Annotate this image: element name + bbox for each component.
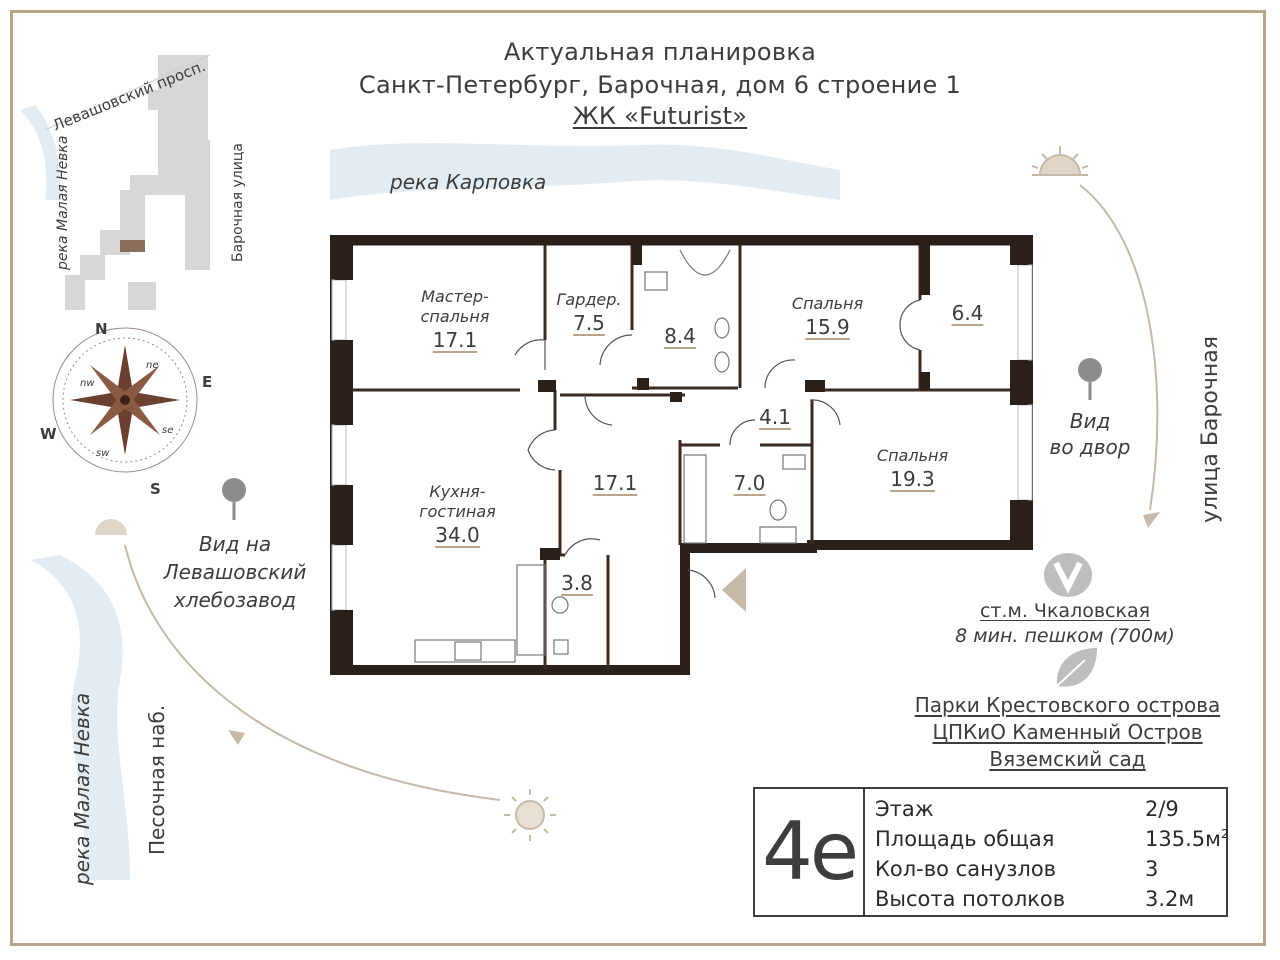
- embankment-pesochnaya: Песочная наб.: [145, 704, 169, 855]
- info-value-bathrooms: 3: [1145, 857, 1159, 881]
- site-map: [65, 55, 210, 310]
- room-kitchen-living: Кухня- гостиная 34.0: [395, 482, 520, 548]
- room-closet: 6.4: [935, 300, 1000, 326]
- compass-e: E: [202, 373, 213, 391]
- sun-half-icon: [95, 519, 127, 535]
- apartment-type: 4е: [755, 789, 865, 915]
- room-bathroom-1: 8.4: [650, 323, 710, 349]
- compass-ne: ne: [146, 360, 159, 371]
- metro-walk-time: 8 мин. пешком (700м): [955, 625, 1175, 647]
- room-area: 4.1: [759, 405, 791, 429]
- room-wc: 3.8: [552, 570, 602, 596]
- area-number: 135.5м: [1145, 827, 1221, 851]
- river-karpovka: река Карповка: [390, 170, 547, 194]
- apartment-plan: [330, 235, 1033, 675]
- room-area: 7.5: [573, 311, 605, 335]
- room-bedroom-1: Спальня 15.9: [770, 294, 885, 340]
- pin-icon: [1078, 358, 1102, 400]
- info-label-area: Площадь общая: [875, 827, 1055, 851]
- sun-icon: [504, 789, 556, 841]
- compass-s: S: [150, 480, 161, 498]
- view-courtyard: Вид во двор: [1049, 409, 1131, 459]
- room-hall-small: 4.1: [750, 404, 800, 430]
- info-value-floor: 2/9: [1145, 797, 1179, 821]
- river-malaya-nevka-bottom: река Малая Невка: [70, 692, 94, 885]
- header-line-1: Актуальная планировка: [503, 38, 817, 66]
- room-name: Спальня: [791, 294, 864, 313]
- compass-rose-icon: [52, 327, 198, 473]
- area-unit-power: 2: [1220, 827, 1229, 841]
- room-name: Гардер.: [556, 290, 622, 309]
- header-complex-link[interactable]: ЖК «Futurist»: [572, 102, 748, 130]
- view-bakery: Вид на Левашовский хлебозавод: [163, 532, 307, 612]
- room-area: 7.0: [733, 471, 766, 495]
- leaf-icon: [1056, 648, 1097, 687]
- room-area: 17.1: [432, 328, 478, 352]
- room-name: Спальня: [876, 446, 949, 465]
- park-link-vyazemsky[interactable]: Вяземский сад: [989, 747, 1146, 771]
- metro-station-link[interactable]: ст.м. Чкаловская: [979, 600, 1151, 622]
- room-area: 15.9: [805, 315, 850, 339]
- street-barochnaya: улица Барочная: [1198, 336, 1223, 523]
- compass-w: W: [40, 425, 57, 443]
- compass-nw: nw: [80, 378, 95, 389]
- info-label-floor: Этаж: [875, 797, 934, 821]
- room-area: 19.3: [890, 467, 935, 491]
- room-name: Мастер- спальня: [420, 287, 490, 326]
- entrance-arrow-icon: [722, 568, 746, 612]
- info-label-ceiling: Высота потолков: [875, 887, 1066, 911]
- compass-sw: sw: [96, 448, 110, 459]
- compass-se: se: [162, 425, 174, 436]
- compass-n: N: [95, 320, 108, 338]
- room-area: 34.0: [435, 523, 480, 547]
- room-area: 17.1: [592, 471, 638, 495]
- river-malaya-nevka-top-shape: [20, 105, 61, 200]
- river-karpovka-shape: [330, 143, 840, 200]
- room-area: 3.8: [561, 571, 593, 595]
- room-area: 6.4: [951, 301, 984, 325]
- metro-icon: [1044, 553, 1092, 597]
- room-name: Кухня- гостиная: [419, 482, 496, 521]
- room-area: 8.4: [664, 324, 696, 348]
- info-value-area: 135.5м2: [1145, 827, 1229, 851]
- room-bathroom-2: 7.0: [722, 470, 777, 496]
- room-wardrobe: Гардер. 7.5: [548, 290, 630, 336]
- pin-icon: [222, 478, 246, 520]
- room-master-bedroom: Мастер- спальня 17.1: [390, 287, 520, 353]
- park-link-kamenny[interactable]: ЦПКиО Каменный Остров: [932, 720, 1203, 744]
- room-hallway: 17.1: [585, 470, 645, 496]
- info-value-ceiling: 3.2м: [1145, 887, 1195, 911]
- header-complex-wrap: ЖК «Futurist»: [320, 102, 1000, 130]
- info-box: 4е Этаж 2/9 Площадь общая 135.5м2 Кол-во…: [753, 787, 1229, 917]
- street-barochnaya-small: Барочная улица: [230, 143, 246, 262]
- info-label-bathrooms: Кол-во санузлов: [875, 857, 1057, 881]
- sun-arc-right: [1079, 184, 1159, 511]
- room-bedroom-2: Спальня 19.3: [860, 446, 965, 492]
- park-link-krestovsky[interactable]: Парки Крестовского острова: [914, 693, 1221, 717]
- page-frame: [10, 10, 1266, 946]
- header-address: Санкт-Петербург, Барочная, дом 6 строени…: [358, 71, 962, 99]
- sun-icon: [1031, 146, 1089, 176]
- sun-arc-left: [124, 544, 501, 801]
- river-malaya-nevka-top: река Малая Невка: [55, 135, 71, 270]
- river-malaya-nevka-shape: [30, 555, 130, 880]
